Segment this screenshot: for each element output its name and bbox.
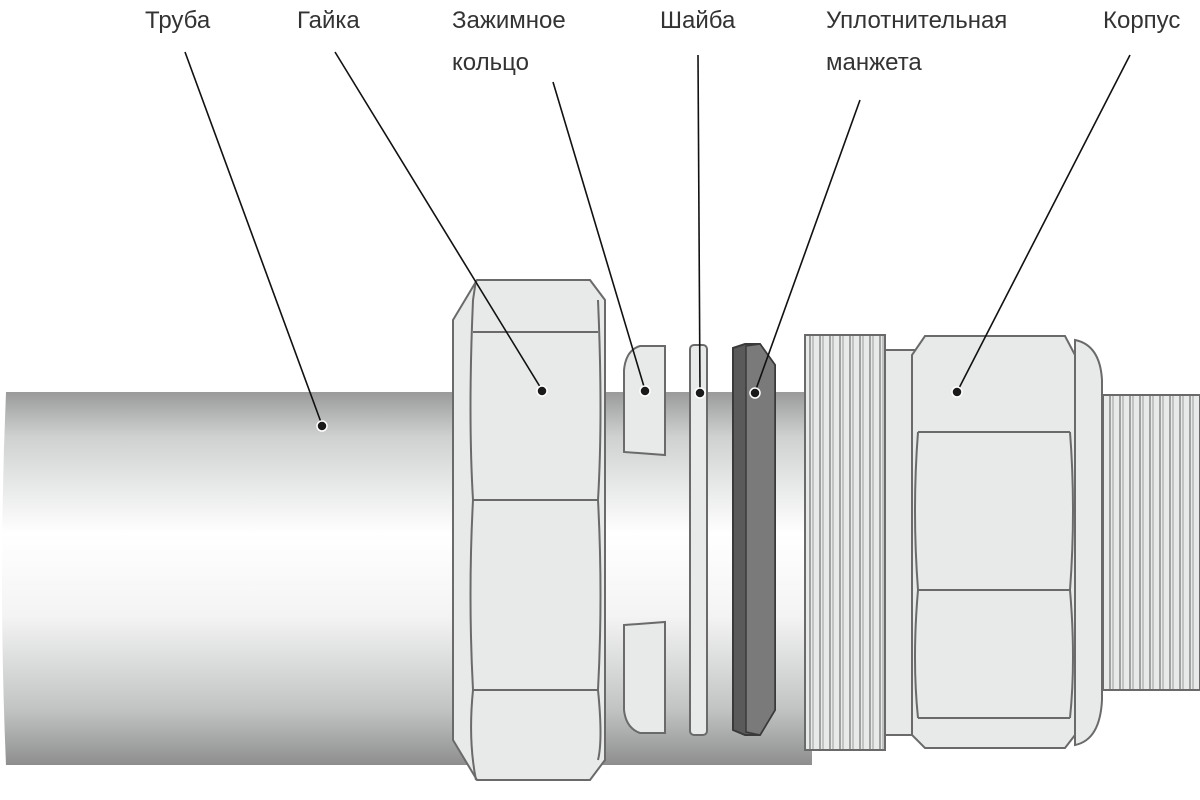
nut-marker-dot: [536, 385, 548, 397]
fitting-body: [804, 334, 1200, 751]
washer-leader-line: [697, 54, 701, 393]
label-seal-line1: Уплотнительная: [826, 7, 1007, 34]
body-leader-line: [956, 54, 1131, 393]
washer-marker-dot: [694, 387, 706, 399]
label-pipe: Труба: [145, 7, 211, 34]
label-ring-line1: Зажимное: [452, 7, 566, 34]
body-marker-dot: [951, 386, 963, 398]
ring-marker-dot: [639, 385, 651, 397]
seal-marker-dot: [749, 387, 761, 399]
label-seal-line2: манжета: [826, 49, 922, 76]
label-ring-line2: кольцо: [452, 49, 529, 76]
seal-cuff: [732, 343, 776, 736]
nut-leader-line: [334, 51, 543, 391]
pipe: [2, 392, 812, 765]
pipe-leader-line: [184, 51, 323, 426]
ring-leader-line: [552, 81, 646, 391]
compression-ring: [623, 345, 666, 734]
pipe-marker-dot: [316, 420, 328, 432]
washer: [689, 344, 708, 736]
nut: [452, 279, 606, 781]
seal-leader-line: [754, 99, 861, 393]
label-washer: Шайба: [660, 7, 736, 34]
label-nut: Гайка: [297, 7, 360, 34]
label-body: Корпус: [1103, 7, 1180, 34]
